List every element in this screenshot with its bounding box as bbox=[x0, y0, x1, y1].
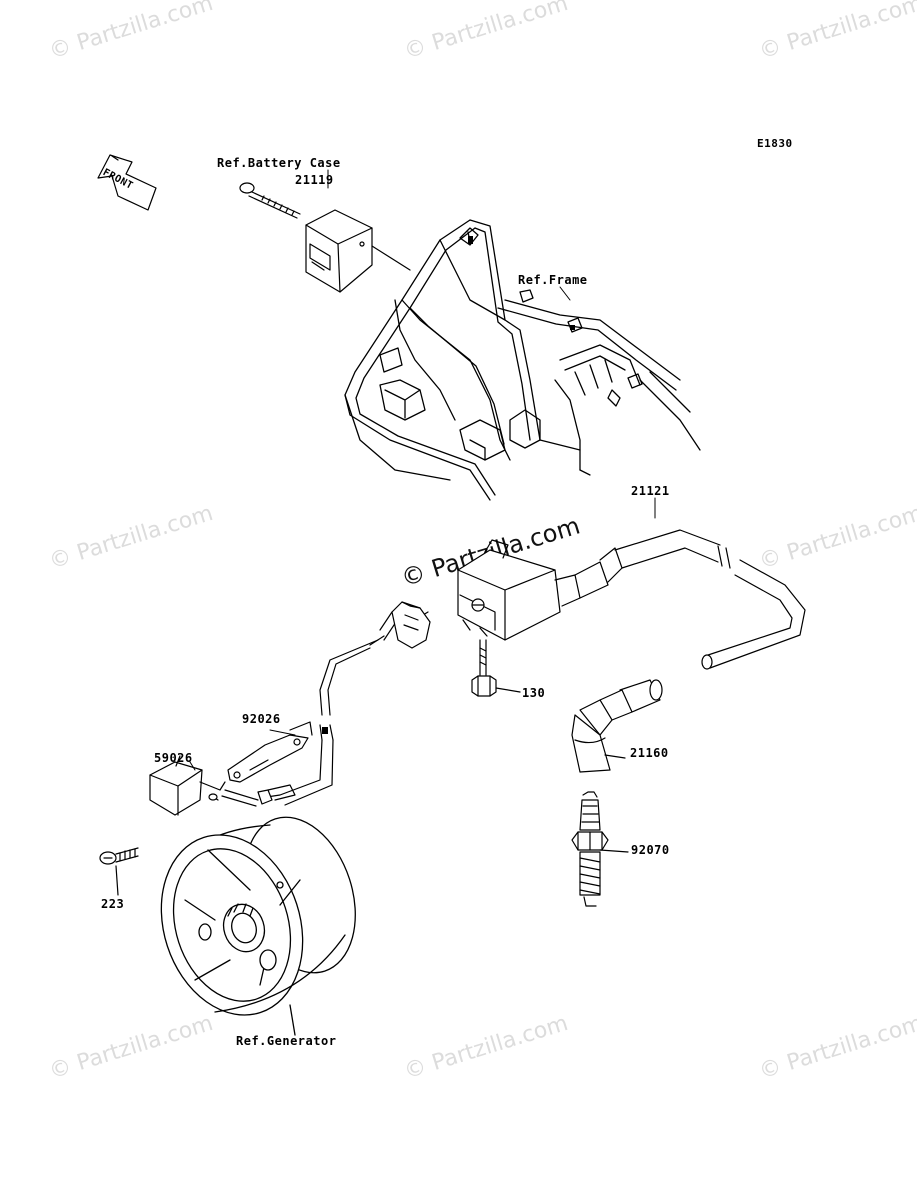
front-arrow-icon bbox=[98, 155, 156, 210]
label-21121: 21121 bbox=[631, 484, 670, 498]
igniter-unit bbox=[306, 210, 410, 292]
label-ref-battery-case: Ref.Battery Case bbox=[217, 156, 341, 170]
spark-plug-cap bbox=[572, 680, 662, 772]
diagram-code: E1830 bbox=[757, 137, 793, 150]
generator-flywheel bbox=[139, 803, 374, 1035]
label-59026: 59026 bbox=[154, 751, 193, 765]
label-223: 223 bbox=[101, 897, 125, 911]
wire-harness bbox=[222, 602, 430, 806]
frame bbox=[345, 220, 700, 500]
spark-plug bbox=[572, 792, 628, 906]
bolt-icon bbox=[240, 183, 300, 218]
cable-break-marks bbox=[718, 546, 730, 568]
ignition-coil bbox=[458, 530, 805, 669]
label-ref-frame: Ref.Frame bbox=[518, 273, 588, 287]
label-ref-generator: Ref.Generator bbox=[236, 1034, 337, 1048]
solid-details bbox=[322, 236, 575, 734]
label-130: 130 bbox=[522, 686, 546, 700]
screw-icon bbox=[100, 848, 138, 895]
label-92070: 92070 bbox=[631, 843, 670, 857]
label-21160: 21160 bbox=[630, 746, 669, 760]
pickup-coil bbox=[150, 756, 225, 815]
coil-bolt-icon bbox=[472, 640, 520, 696]
label-92026: 92026 bbox=[242, 712, 281, 726]
label-21119: 21119 bbox=[295, 173, 334, 187]
leader-lines bbox=[190, 170, 655, 770]
wire-clamp bbox=[228, 722, 312, 782]
